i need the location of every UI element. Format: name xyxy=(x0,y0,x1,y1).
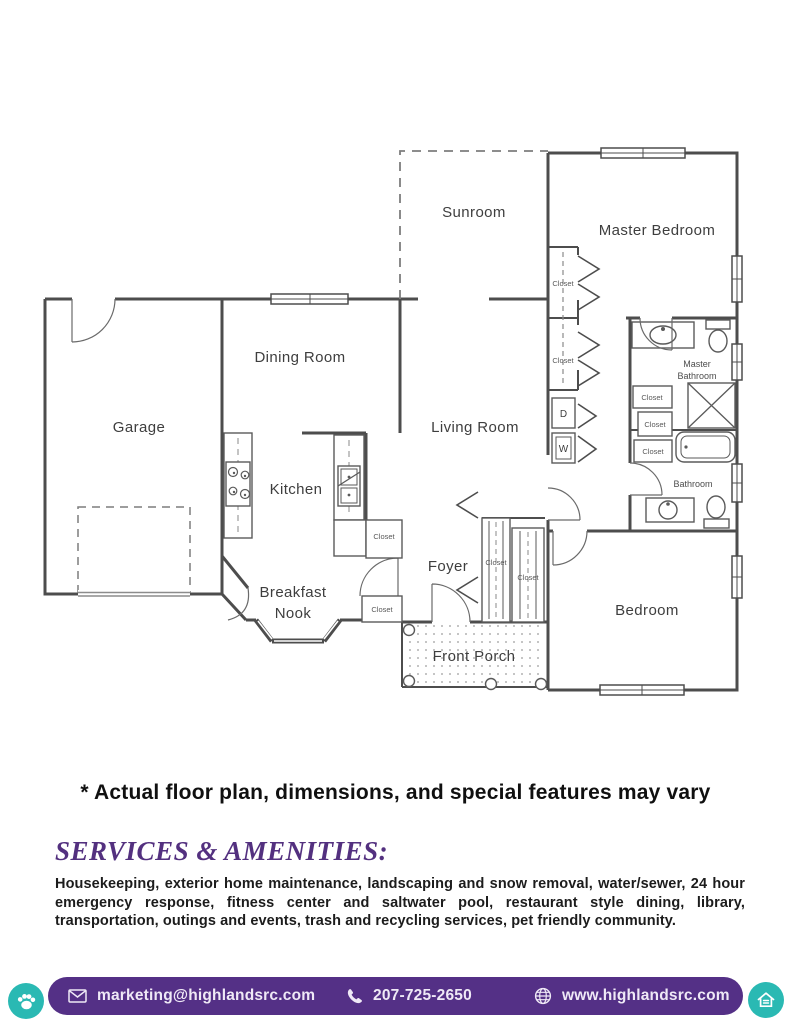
label-dining-room: Dining Room xyxy=(254,349,345,366)
bathtub xyxy=(675,431,736,463)
nook-door-arc xyxy=(227,587,250,621)
entry-closets: Closet Closet xyxy=(361,519,403,623)
closet-label: Closet xyxy=(641,393,663,402)
label-breakfast-nook: Breakfast xyxy=(260,584,327,601)
pantry-box xyxy=(333,519,367,557)
bathroom-door-arc xyxy=(629,462,663,496)
window xyxy=(270,293,349,305)
paw-icon xyxy=(17,993,35,1009)
footer-phone[interactable]: 207-725-2650 xyxy=(346,977,472,1015)
hall-closets: Closet Closet Closet xyxy=(632,385,673,463)
master-closets: Closet Closet xyxy=(548,246,601,391)
label-foyer: Foyer xyxy=(428,558,468,575)
home-icon xyxy=(757,992,775,1008)
footer-contact-bar: marketing@highlandsrc.com 207-725-2650 w… xyxy=(48,977,743,1015)
paw-badge xyxy=(8,983,44,1019)
foyer-closet-door-arc xyxy=(359,557,399,597)
room-labels: Sunroom Master Bedroom Dining Room Garag… xyxy=(113,204,717,665)
closet-label: Closet xyxy=(485,558,507,567)
garage-entry-door-arc xyxy=(71,298,116,343)
bedroom-door-arc xyxy=(552,530,588,566)
globe-icon xyxy=(534,987,552,1005)
label-master-bedroom: Master Bedroom xyxy=(599,222,715,239)
porch-post xyxy=(402,674,416,688)
window xyxy=(731,343,743,381)
label-bathroom: Bathroom xyxy=(673,479,712,489)
closet-label: Closet xyxy=(552,356,574,365)
washer-label: W xyxy=(559,444,569,455)
floor-plan-walls xyxy=(43,151,739,692)
home-badge xyxy=(748,982,784,1018)
closet-label: Closet xyxy=(373,532,395,541)
label-master-bath1: Master xyxy=(683,359,711,369)
closet-label: Closet xyxy=(552,279,574,288)
foyer-closets: Closet Closet xyxy=(455,491,545,623)
master-bath-door-arc xyxy=(639,317,673,351)
garage-slab-dashed xyxy=(77,506,191,593)
footer-email-text: marketing@highlandsrc.com xyxy=(97,987,316,1004)
toilet-tank xyxy=(703,518,730,529)
sink-icon xyxy=(658,500,678,520)
services-body: Housekeeping, exterior home maintenance,… xyxy=(55,876,745,930)
floor-plan: Closet Closet D W Closet xyxy=(43,147,743,696)
closet-label: Closet xyxy=(371,605,393,614)
kitchen-fixtures xyxy=(223,432,367,557)
master-bathroom-fixtures xyxy=(631,317,736,429)
label-master-bath2: Bathroom xyxy=(677,371,716,381)
sunroom-dashed-walls xyxy=(399,150,548,299)
bathroom-fixtures xyxy=(629,431,736,529)
porch-texture xyxy=(405,625,545,684)
email-icon xyxy=(68,989,87,1003)
windows xyxy=(270,147,743,696)
window xyxy=(731,555,743,599)
front-porch-details xyxy=(402,623,548,691)
toilet-tank xyxy=(705,319,731,330)
dryer-label: D xyxy=(560,409,567,420)
dryer-box xyxy=(551,397,576,429)
closet-label: Closet xyxy=(644,420,666,429)
label-sunroom: Sunroom xyxy=(442,204,506,221)
label-front-porch: Front Porch xyxy=(433,648,516,665)
services-heading: SERVICES & AMENITIES: xyxy=(55,836,389,866)
footer-phone-text: 207-725-2650 xyxy=(373,987,472,1004)
disclaimer-text: * Actual floor plan, dimensions, and spe… xyxy=(80,781,711,804)
toilet-icon xyxy=(706,495,726,519)
porch-post xyxy=(534,677,548,691)
window xyxy=(731,255,743,303)
window xyxy=(599,684,685,696)
footer-website[interactable]: www.highlandsrc.com xyxy=(534,977,730,1015)
hall-door-arc xyxy=(547,487,581,521)
porch-post xyxy=(402,623,416,637)
window xyxy=(731,463,743,503)
laundry-units: D W xyxy=(551,397,598,464)
sink-icon xyxy=(649,325,677,345)
label-kitchen: Kitchen xyxy=(270,481,323,498)
footer-website-text: www.highlandsrc.com xyxy=(562,987,730,1004)
closet-label: Closet xyxy=(642,447,664,456)
label-garage: Garage xyxy=(113,419,165,436)
label-bedroom: Bedroom xyxy=(615,602,679,619)
phone-icon xyxy=(347,988,362,1003)
window xyxy=(600,147,686,159)
garage-door xyxy=(78,591,190,597)
label-breakfast-nook2: Nook xyxy=(275,605,312,622)
garage-details xyxy=(71,298,191,598)
footer-email[interactable]: marketing@highlandsrc.com xyxy=(68,977,315,1015)
closet-label: Closet xyxy=(517,573,539,582)
toilet-icon xyxy=(708,329,728,353)
front-door-arc xyxy=(431,583,471,623)
porch-post xyxy=(484,677,498,691)
washer-box xyxy=(551,432,576,464)
label-living-room: Living Room xyxy=(431,419,519,436)
